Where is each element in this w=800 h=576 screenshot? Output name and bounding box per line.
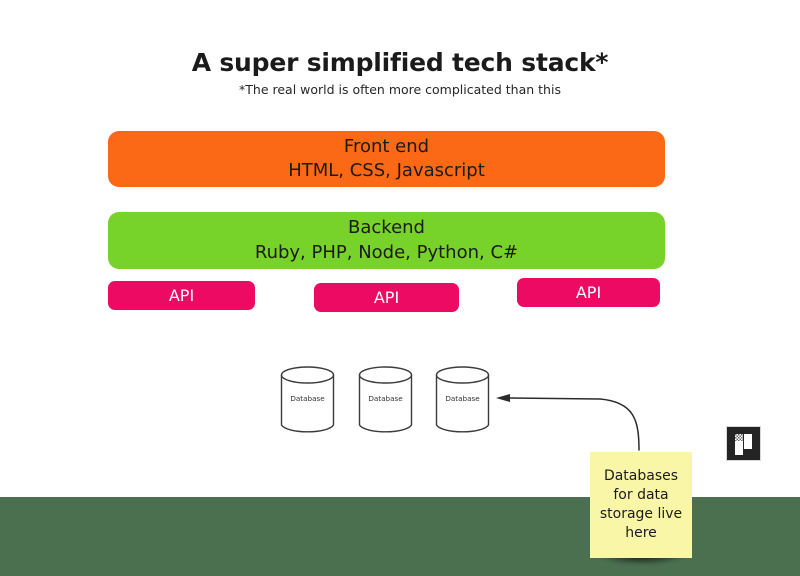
database-icon xyxy=(435,366,490,433)
logo-grid xyxy=(735,434,755,455)
backend-layer-box[interactable]: Backend Ruby, PHP, Node, Python, C# xyxy=(108,212,665,269)
api-box-2[interactable]: API xyxy=(314,283,459,312)
logo-cell-bottom-left xyxy=(735,447,743,455)
backend-layer-title: Backend xyxy=(348,217,425,239)
database-cylinder-1[interactable]: Database xyxy=(280,366,335,434)
logo-cell-middle-left xyxy=(735,440,743,449)
api-box-3[interactable]: API xyxy=(517,278,660,307)
sticky-note[interactable]: Databases for data storage live here xyxy=(590,452,692,558)
database-cylinder-3[interactable]: Database xyxy=(435,366,490,434)
logo-cell-top-right xyxy=(744,434,752,442)
page-title: A super simplified tech stack* xyxy=(191,48,609,77)
api-box-1[interactable]: API xyxy=(108,281,255,310)
app-logo-icon[interactable] xyxy=(726,426,761,461)
logo-cell-middle-right xyxy=(744,440,752,449)
frontend-layer-title: Front end xyxy=(343,135,430,157)
database-cylinder-2[interactable]: Database xyxy=(358,366,413,434)
page-subtitle: *The real world is often more complicate… xyxy=(239,82,561,97)
frontend-layer-technologies: HTML, CSS, Javascript xyxy=(288,160,485,181)
database-icon xyxy=(280,366,335,433)
database-icon xyxy=(358,366,413,433)
database-label-3: Database xyxy=(445,394,480,403)
database-label-2: Database xyxy=(368,394,403,403)
frontend-layer-box[interactable]: Front end HTML, CSS, Javascript xyxy=(108,131,665,187)
backend-layer-technologies: Ruby, PHP, Node, Python, C# xyxy=(254,241,519,263)
logo-cell-top-left xyxy=(735,434,743,442)
database-label-1: Database xyxy=(290,394,325,403)
